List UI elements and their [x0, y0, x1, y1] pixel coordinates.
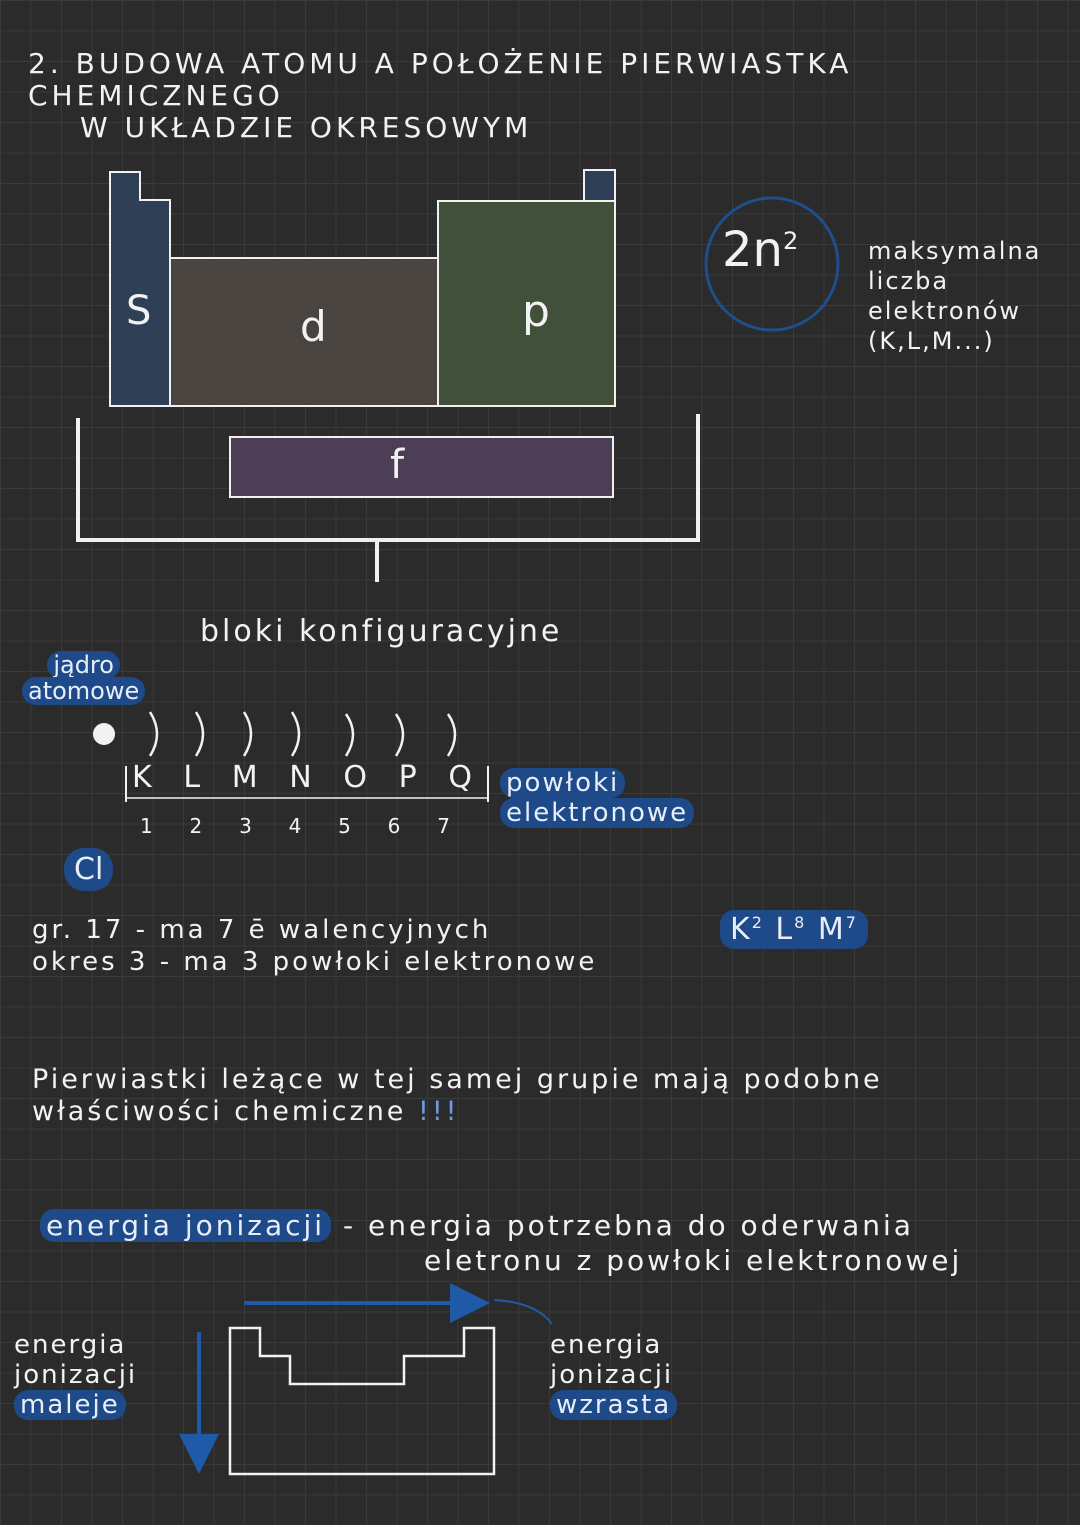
ionization-definition-line-2: eletronu z powłoki elektronowej — [424, 1244, 963, 1277]
right-trend-label: energia jonizacji wzrasta — [550, 1330, 678, 1420]
shell-number: 4 — [288, 814, 302, 838]
config-shell: K — [730, 912, 752, 947]
p-block — [437, 200, 616, 407]
shell-number: 3 — [239, 814, 252, 838]
right-trend-word: wzrasta — [550, 1390, 678, 1420]
example-text: gr. 17 - ma 7 ē walencyjnych okres 3 - m… — [32, 914, 597, 978]
example-line-1: gr. 17 - ma 7 ē walencyjnych — [32, 915, 492, 945]
formula-note-line: maksymalna — [868, 237, 1042, 265]
shell-arc — [148, 711, 159, 757]
shell-letters: K L M N O P Q — [132, 760, 472, 795]
periodic-blocks-diagram — [76, 169, 840, 582]
example-line-2: okres 3 - ma 3 powłoki elektronowe — [32, 947, 598, 977]
shell-arc — [344, 713, 355, 757]
shell-arc — [194, 711, 205, 757]
config-count: 7 — [845, 913, 858, 932]
shells-label-line: powłoki — [500, 768, 626, 798]
formula-note-line: elektronów — [868, 297, 1022, 325]
shell-arc — [394, 713, 405, 757]
p-block-label: p — [522, 286, 550, 337]
shell-letter: P — [398, 760, 417, 795]
f-block-label: f — [390, 442, 405, 488]
config-count: 8 — [794, 913, 807, 932]
ionization-dash: - — [342, 1209, 357, 1242]
formula-exponent: 2 — [782, 227, 799, 255]
curved-pointer — [493, 1299, 553, 1325]
shell-number: 7 — [437, 814, 450, 838]
helium-cell — [583, 169, 616, 202]
shell-letter: L — [183, 760, 201, 795]
d-block-label: d — [300, 302, 327, 351]
title-line-1: 2. BUDOWA ATOMU A POŁOŻENIE PIERWIASTKA … — [28, 47, 853, 112]
shell-numbers: 1 2 3 4 5 6 7 — [140, 814, 450, 838]
blocks-bracket — [76, 414, 700, 542]
shell-number: 5 — [338, 814, 351, 838]
formula-note: maksymalna liczba elektronów (K,L,M...) — [868, 236, 1041, 356]
rule-line-2: właściwości chemiczne — [32, 1096, 407, 1127]
shell-arc — [290, 711, 301, 757]
group-rule: Pierwiastki leżące w tej samej grupie ma… — [32, 1064, 883, 1128]
shell-arc — [242, 711, 253, 757]
shell-letter: N — [289, 760, 312, 795]
config-count: 2 — [751, 913, 764, 932]
d-block — [169, 257, 439, 407]
blocks-caption: bloki konfiguracyjne — [200, 614, 563, 649]
shell-number: 6 — [387, 814, 401, 838]
shell-letter: K — [132, 760, 152, 795]
right-label-line: energia — [550, 1330, 663, 1360]
nucleus-icon — [93, 723, 115, 745]
formula-circle — [704, 196, 840, 332]
left-trend-label: energia jonizacji maleje — [14, 1330, 137, 1420]
s-block-label: S — [126, 288, 152, 334]
element-symbol: Cl — [64, 848, 114, 891]
shell-letter: M — [231, 760, 258, 795]
config-shell: M — [817, 912, 846, 947]
shell-arc — [446, 713, 457, 757]
right-label-line: jonizacji — [550, 1360, 674, 1390]
ionization-definition: energia jonizacji - energia potrzebna do… — [40, 1209, 914, 1242]
title-line-2: W UKŁADZIE OKRESOWYM — [80, 111, 533, 144]
ionization-definition-line-1: energia potrzebna do oderwania — [368, 1209, 914, 1242]
s-block — [109, 171, 171, 407]
nucleus-label-line: atomowe — [22, 677, 146, 705]
page-title: 2. BUDOWA ATOMU A POŁOŻENIE PIERWIASTKA … — [28, 48, 1080, 144]
left-label-line: energia — [14, 1330, 127, 1360]
shells-label: powłoki elektronowe — [500, 768, 695, 828]
ionization-trend-diagram — [179, 1283, 553, 1476]
formula-note-line: liczba — [868, 267, 950, 295]
left-trend-word: maleje — [14, 1390, 126, 1420]
atom-shells-diagram — [93, 711, 489, 802]
formula-note-line: (K,L,M...) — [868, 327, 995, 355]
config-shell: L — [775, 912, 795, 947]
shell-number: 1 — [140, 814, 153, 838]
f-block — [229, 436, 614, 498]
electron-configuration: K2 L8 M7 — [720, 910, 868, 949]
element-symbol-text: Cl — [64, 848, 114, 891]
left-label-line: jonizacji — [14, 1360, 138, 1390]
rule-emphasis: !!! — [418, 1096, 460, 1127]
rule-line-1: Pierwiastki leżące w tej samej grupie ma… — [32, 1064, 883, 1095]
shell-letter: O — [343, 760, 367, 795]
formula-expression: 2n — [722, 222, 783, 278]
shell-number: 2 — [189, 814, 203, 838]
shell-letter: Q — [448, 760, 472, 795]
nucleus-label-line: jądro — [47, 651, 120, 679]
periodic-table-outline — [228, 1326, 496, 1476]
nucleus-label: jądro atomowe — [22, 651, 146, 705]
ionization-term: energia jonizacji — [40, 1209, 332, 1242]
shells-label-line: elektronowe — [500, 798, 695, 828]
max-electrons-formula: 2n2 — [722, 222, 798, 278]
